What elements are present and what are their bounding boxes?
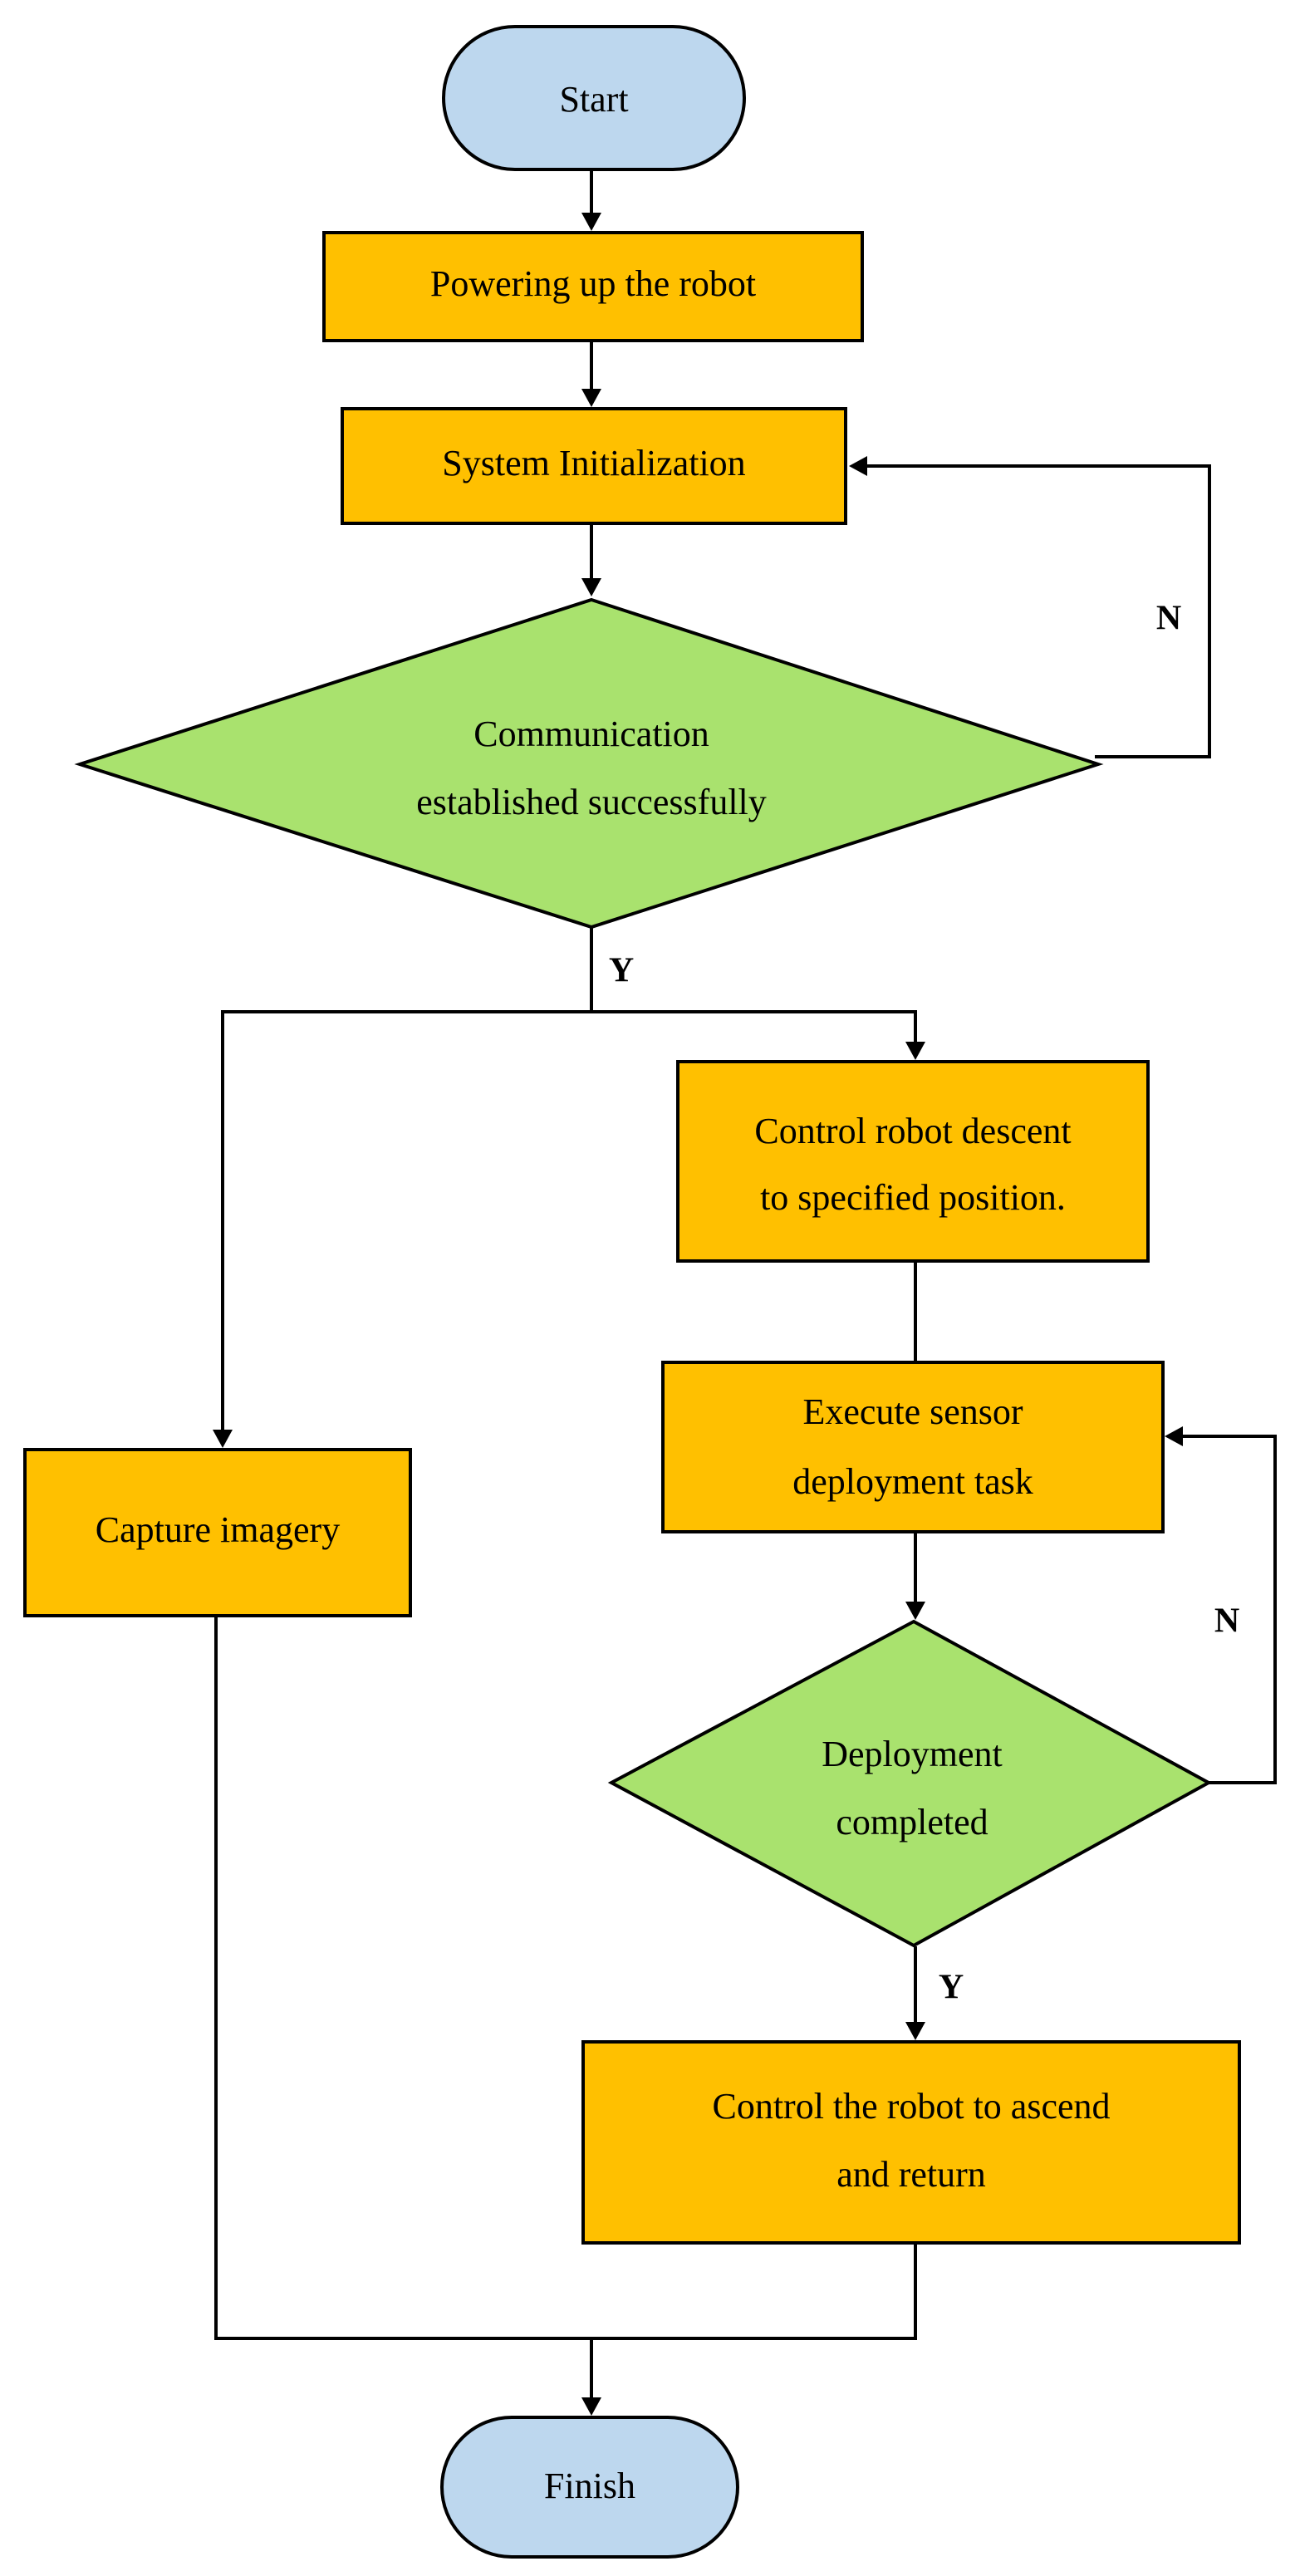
arrowhead-ascend — [905, 2022, 925, 2040]
deploy-task-box — [661, 1361, 1165, 1533]
arrowhead-capture — [213, 1430, 233, 1448]
ascend-box — [581, 2040, 1241, 2245]
deploy-task-step: Execute sensor deployment task — [661, 1361, 1165, 1533]
descent-line1: Control robot descent — [754, 1111, 1071, 1151]
connector-yes-to-descent — [591, 1010, 917, 1045]
deploy-decision-line1: Deployment — [822, 1734, 1003, 1774]
power-up-label: Powering up the robot — [430, 263, 756, 304]
deploy-decision-shape — [607, 1619, 1213, 1948]
deploy-task-line2: deployment task — [792, 1461, 1033, 1502]
arrowhead-deploy-loop — [1165, 1426, 1183, 1446]
deploy-yes-label: Y — [939, 1969, 964, 2007]
comm-decision-line2: established successfully — [416, 782, 767, 822]
power-up-box — [322, 231, 864, 342]
arrowhead-finish — [581, 2397, 601, 2416]
start-terminal-shape — [442, 25, 746, 171]
finish-label: Finish — [544, 2466, 635, 2506]
comm-decision-shape — [74, 597, 1104, 930]
comm-decision: Communication established successfully — [74, 597, 1104, 930]
system-init-label: System Initialization — [442, 443, 745, 483]
descent-step: Control robot descent to specified posit… — [676, 1060, 1150, 1263]
capture-step: Capture imagery — [23, 1448, 412, 1617]
ascend-line2: and return — [836, 2154, 986, 2195]
capture-box — [23, 1448, 412, 1617]
ascend-line1: Control the robot to ascend — [712, 2086, 1110, 2127]
power-up-step: Powering up the robot — [322, 231, 864, 342]
connector-comm-yes — [221, 927, 593, 1433]
arrowhead-descent — [905, 1042, 925, 1060]
system-init-box — [341, 407, 847, 525]
arrowhead-check — [905, 1602, 925, 1620]
connector-comm-no-loop — [864, 464, 1211, 758]
comm-yes-label: Y — [609, 952, 634, 990]
descent-box — [676, 1060, 1150, 1263]
arrowhead-comm — [581, 578, 601, 596]
system-init-step: System Initialization — [341, 407, 847, 525]
deploy-decision: Deployment completed — [607, 1619, 1213, 1948]
ascend-step: Control the robot to ascend and return — [581, 2040, 1241, 2245]
finish-terminal: Finish — [440, 2416, 739, 2559]
connector-deploy-no-loop — [1180, 1435, 1277, 1784]
capture-label: Capture imagery — [96, 1509, 340, 1550]
arrowhead-init — [581, 389, 601, 407]
deploy-task-line1: Execute sensor — [802, 1391, 1023, 1432]
finish-terminal-shape — [440, 2416, 739, 2559]
arrowhead-power — [581, 213, 601, 231]
comm-no-label: N — [1156, 600, 1181, 638]
deploy-decision-line2: completed — [836, 1802, 988, 1842]
start-label: Start — [559, 79, 628, 120]
deploy-no-label: N — [1214, 1602, 1239, 1641]
connector-capture-to-merge — [214, 1617, 917, 2340]
descent-line2: to specified position. — [760, 1177, 1066, 1218]
arrowhead-init-loop — [849, 456, 867, 476]
comm-decision-line1: Communication — [473, 714, 709, 754]
start-terminal: Start — [442, 25, 746, 171]
